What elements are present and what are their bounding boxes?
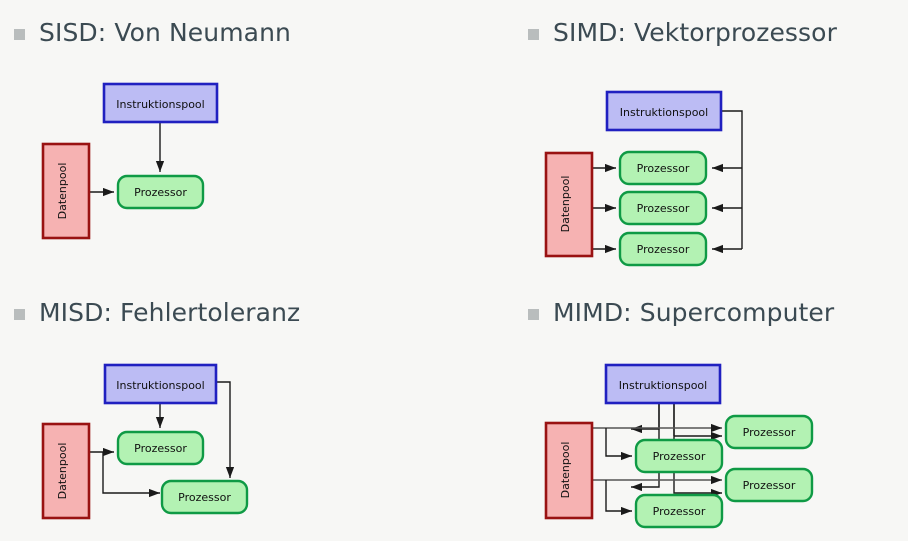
node-label: Datenpool [559, 176, 572, 233]
node-instruktionspool: Instruktionspool [103, 363, 218, 405]
quadrant-misd: MISD: Fehlertoleranz [0, 280, 454, 541]
heading-sisd: SISD: Von Neumann [0, 0, 454, 47]
node-datenpool: Datenpool [544, 151, 594, 258]
page-title-sisd: SISD: Von Neumann [39, 18, 291, 47]
node-label: Prozessor [178, 491, 231, 504]
node-instruktionspool: Instruktionspool [605, 90, 723, 132]
node-label: Prozessor [743, 479, 796, 492]
node-label: Prozessor [637, 202, 690, 215]
node-prozessor-1: Prozessor [634, 438, 724, 474]
node-prozessor-3: Prozessor [618, 231, 708, 267]
node-datenpool: Datenpool [41, 142, 91, 240]
diagram-mimd: Instruktionspool Datenpool Prozessor Pro… [454, 280, 908, 541]
node-instruktionspool: Instruktionspool [604, 363, 722, 405]
quadrant-mimd: MIMD: Supercomputer [454, 280, 908, 541]
page-title-simd: SIMD: Vektorprozessor [553, 18, 837, 47]
quadrant-simd: SIMD: Vektorprozessor [454, 0, 908, 280]
node-instruktionspool: Instruktionspool [102, 82, 219, 124]
bullet-square-icon [528, 29, 539, 40]
node-prozessor-2: Prozessor [618, 190, 708, 226]
page-title-misd: MISD: Fehlertoleranz [39, 298, 301, 327]
node-label: Prozessor [134, 442, 187, 455]
node-label: Datenpool [56, 163, 69, 220]
node-datenpool: Datenpool [544, 421, 594, 520]
node-prozessor-1: Prozessor [618, 150, 708, 186]
diagram-misd: Instruktionspool Datenpool Prozessor Pro… [0, 280, 454, 541]
heading-mimd: MIMD: Supercomputer [454, 280, 908, 327]
bullet-square-icon [14, 309, 25, 320]
heading-misd: MISD: Fehlertoleranz [0, 280, 454, 327]
heading-simd: SIMD: Vektorprozessor [454, 0, 908, 47]
bullet-square-icon [528, 309, 539, 320]
node-prozessor-2: Prozessor [160, 479, 249, 515]
node-label: Instruktionspool [116, 379, 204, 392]
node-label: Instruktionspool [620, 106, 708, 119]
node-label: Prozessor [637, 162, 690, 175]
node-label: Prozessor [637, 243, 690, 256]
page-title-mimd: MIMD: Supercomputer [553, 298, 835, 327]
node-prozessor-1: Prozessor [116, 430, 205, 466]
node-prozessor-1: Prozessor [116, 174, 205, 210]
node-prozessor-4: Prozessor [724, 467, 814, 503]
quadrant-sisd: SISD: Von Neumann Instruktionspool [0, 0, 454, 280]
node-label: Instruktionspool [116, 98, 204, 111]
node-label: Datenpool [56, 443, 69, 500]
node-label: Prozessor [653, 450, 706, 463]
node-prozessor-3: Prozessor [724, 414, 814, 450]
node-label: Datenpool [559, 442, 572, 499]
node-prozessor-2: Prozessor [634, 493, 724, 529]
node-label: Prozessor [653, 505, 706, 518]
diagram-sisd: Instruktionspool Datenpool Prozessor [0, 0, 454, 280]
node-datenpool: Datenpool [41, 422, 91, 520]
node-label: Prozessor [743, 426, 796, 439]
diagram-simd: Instruktionspool Datenpool Prozessor Pro… [454, 0, 908, 280]
node-label: Instruktionspool [619, 379, 707, 392]
node-label: Prozessor [134, 186, 187, 199]
bullet-square-icon [14, 29, 25, 40]
